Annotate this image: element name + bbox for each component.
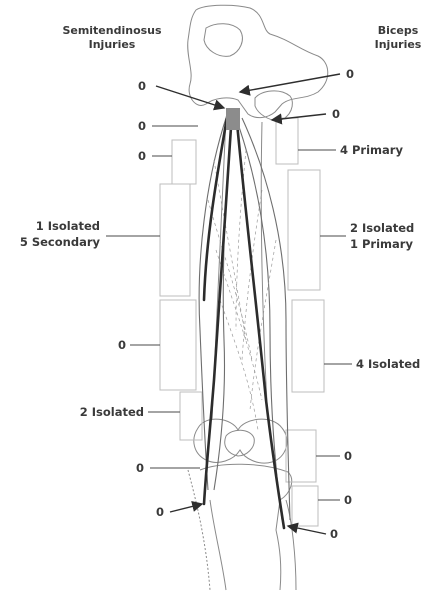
right-zone-upper — [276, 118, 298, 164]
patella — [225, 430, 255, 456]
right-label-middle-1: 2 Isolated — [350, 221, 414, 235]
right-label-distal-c: 0 — [330, 527, 338, 541]
fibula — [286, 500, 296, 590]
left-zone-lower-middle — [160, 300, 196, 390]
bone-outlines — [188, 5, 328, 590]
arrow-right-distal-c — [288, 526, 326, 534]
left-label-distal-b: 0 — [156, 505, 164, 519]
left-zone-middle — [160, 184, 190, 296]
arrows — [156, 74, 340, 534]
right-zone-lower — [286, 430, 316, 482]
leader-lines — [106, 126, 352, 500]
right-label-distal-a: 0 — [344, 449, 352, 463]
semitendinosus-belly — [199, 118, 226, 490]
left-label-upper: 0 — [138, 149, 146, 163]
fiber-3 — [236, 150, 246, 330]
left-label-prox-b: 0 — [138, 119, 146, 133]
left-zone-lower — [180, 392, 202, 440]
semitendinosus-header-line1: Semitendinosus — [62, 24, 162, 37]
semitendinosus-header-line2: Injuries — [89, 38, 136, 51]
left-label-lower: 2 Isolated — [80, 405, 144, 419]
right-zone-distal — [292, 486, 318, 526]
right-zone-middle — [288, 170, 320, 290]
tendons — [204, 108, 284, 528]
semitendinosus-tendon-2 — [204, 112, 228, 300]
right-label-upper: 4 Primary — [340, 143, 403, 157]
pelvis-outline — [188, 5, 328, 117]
arrow-right-prox-b — [272, 114, 326, 120]
left-zone-upper — [172, 140, 196, 184]
left-leg-edge — [188, 470, 210, 590]
pelvis-inner — [204, 24, 242, 57]
left-label-lower-middle: 0 — [118, 338, 126, 352]
greater-trochanter — [255, 91, 292, 120]
semitendinosus-labels: 0 0 0 1 Isolated 5 Secondary 0 2 Isolate… — [20, 79, 164, 519]
right-label-lower-middle: 4 Isolated — [356, 357, 420, 371]
left-label-prox-a: 0 — [138, 79, 146, 93]
biceps-labels: 0 0 4 Primary 2 Isolated 1 Primary 4 Iso… — [330, 67, 420, 541]
fiber-2 — [208, 200, 252, 360]
left-label-middle-2: 5 Secondary — [20, 235, 101, 249]
arrow-left-prox-a — [156, 86, 224, 108]
right-label-prox-b: 0 — [332, 107, 340, 121]
right-label-prox-a: 0 — [346, 67, 354, 81]
arrow-left-distal-b — [170, 504, 202, 512]
biceps-belly-lateral — [242, 118, 290, 520]
left-label-middle-1: 1 Isolated — [36, 219, 100, 233]
biceps-header-line1: Biceps — [378, 24, 419, 37]
biceps-header-line2: Injuries — [375, 38, 422, 51]
right-label-distal-b: 0 — [344, 493, 352, 507]
right-label-middle-2: 1 Primary — [350, 237, 413, 251]
left-label-distal-a: 0 — [136, 461, 144, 475]
ischial-tuberosity-origin — [226, 108, 240, 130]
right-zone-lower-middle — [292, 300, 324, 392]
